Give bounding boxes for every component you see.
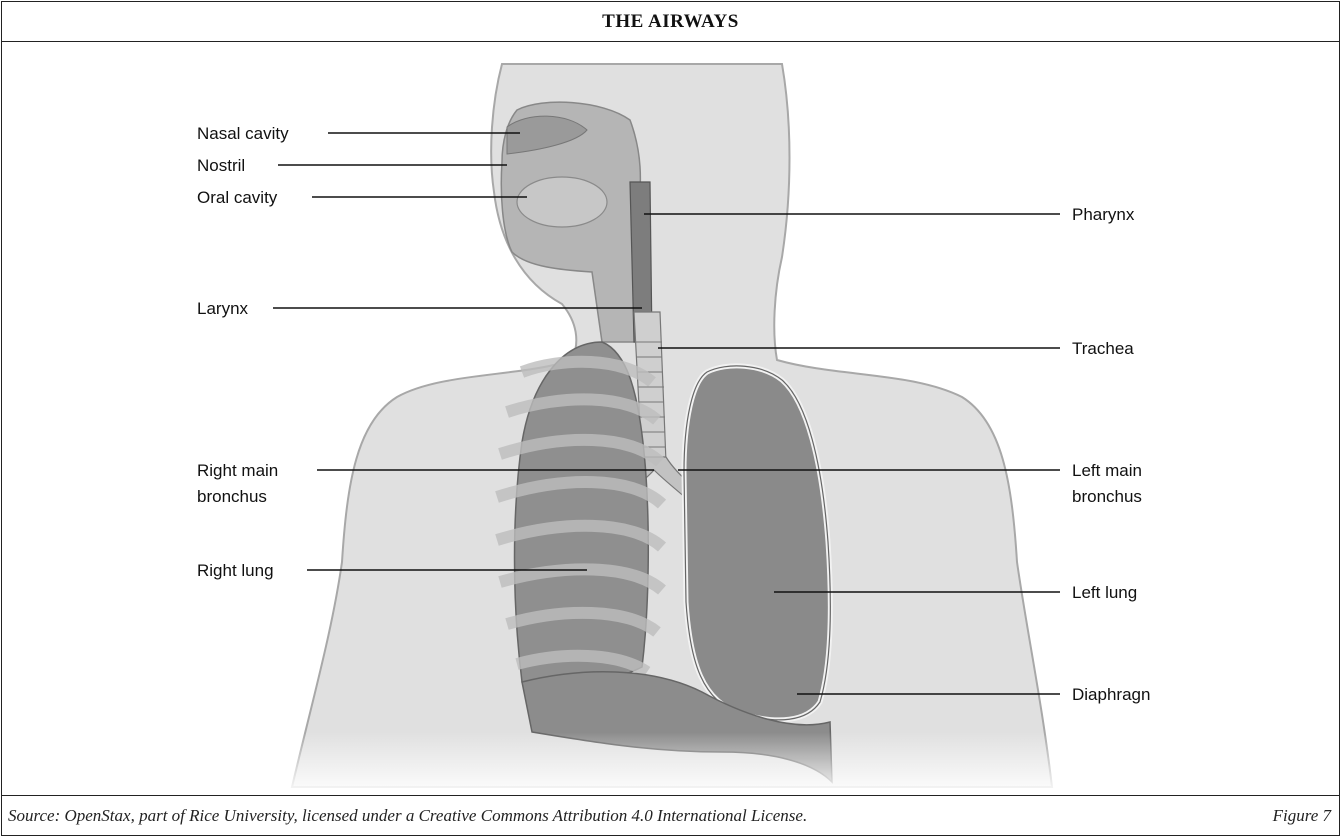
label-right-main-bronchus-line1: Right main (197, 461, 278, 480)
label-pharynx: Pharynx (1072, 205, 1135, 224)
label-left-lung: Left lung (1072, 583, 1137, 602)
label-trachea: Trachea (1072, 339, 1134, 358)
figure-footer: Source: OpenStax, part of Rice Universit… (2, 795, 1339, 835)
airways-diagram-svg: Nasal cavity Nostril Oral cavity Larynx … (2, 42, 1338, 797)
label-right-lung: Right lung (197, 561, 274, 580)
airways-illustration: Nasal cavity Nostril Oral cavity Larynx … (2, 42, 1339, 797)
label-left-main-bronchus-line2: bronchus (1072, 487, 1142, 506)
tongue-shape (517, 177, 607, 227)
label-nostril: Nostril (197, 156, 245, 175)
figure-title: THE AIRWAYS (602, 11, 739, 33)
figure-number: Figure 7 (1273, 806, 1331, 826)
label-diaphragm: Diaphragn (1072, 685, 1150, 704)
title-bar: THE AIRWAYS (2, 2, 1339, 42)
label-right-main-bronchus-line2: bronchus (197, 487, 267, 506)
body-silhouette (292, 64, 1052, 787)
source-credit: Source: OpenStax, part of Rice Universit… (8, 806, 807, 826)
label-oral-cavity: Oral cavity (197, 188, 278, 207)
label-left-main-bronchus-line1: Left main (1072, 461, 1142, 480)
bottom-fade (2, 732, 1338, 797)
left-lung-shape (684, 366, 830, 720)
label-nasal-cavity: Nasal cavity (197, 124, 289, 143)
label-larynx: Larynx (197, 299, 249, 318)
